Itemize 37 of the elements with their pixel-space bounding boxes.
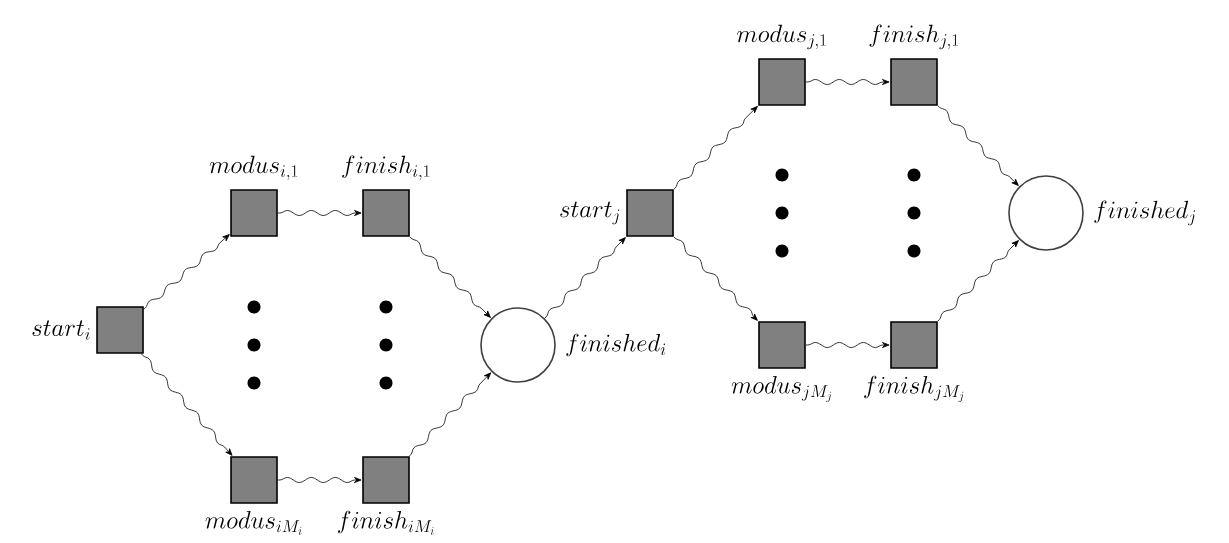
node-label: $modus_{j,1}$ <box>737 24 826 50</box>
square <box>230 189 278 237</box>
circle <box>480 307 556 383</box>
node-label: $finish_{i,1}$ <box>342 155 430 180</box>
circle <box>1008 175 1084 251</box>
wavy-arrow <box>937 105 1019 186</box>
wavy-arrow <box>408 372 492 457</box>
wavy-arrow <box>409 236 491 318</box>
wavy-arrow <box>277 477 362 483</box>
wavy-arrow <box>544 237 626 319</box>
wavy-arrow <box>805 79 890 85</box>
wavy-arrow <box>673 236 758 321</box>
square <box>230 456 278 504</box>
square <box>362 189 410 237</box>
wavy-arrow <box>143 234 230 310</box>
node-label: $finished_i$ <box>566 333 666 357</box>
square <box>890 58 938 106</box>
node-label: $finished_j$ <box>1094 200 1196 226</box>
square <box>626 189 674 237</box>
node-label: $start_j$ <box>560 201 620 225</box>
node-label: $modus_{i,1}$ <box>209 155 298 180</box>
square <box>758 321 806 369</box>
wavy-arrow <box>277 210 362 216</box>
square <box>758 58 806 106</box>
wavy-arrow <box>140 353 233 456</box>
node-label: $finish_{iM_i}$ <box>338 510 434 535</box>
wavy-arrow <box>805 342 890 348</box>
node-label: $finish_{j,1}$ <box>869 24 958 50</box>
node-label: $modus_{iM_i}$ <box>205 511 302 535</box>
wavy-arrow <box>937 240 1019 322</box>
square <box>96 306 144 354</box>
node-label: $modus_{jM_j}$ <box>731 376 832 403</box>
node-label: $start_i$ <box>32 320 90 340</box>
node-label: $finish_{jM_j}$ <box>864 375 964 403</box>
square <box>890 321 938 369</box>
wavy-arrow <box>673 105 758 190</box>
square <box>362 456 410 504</box>
